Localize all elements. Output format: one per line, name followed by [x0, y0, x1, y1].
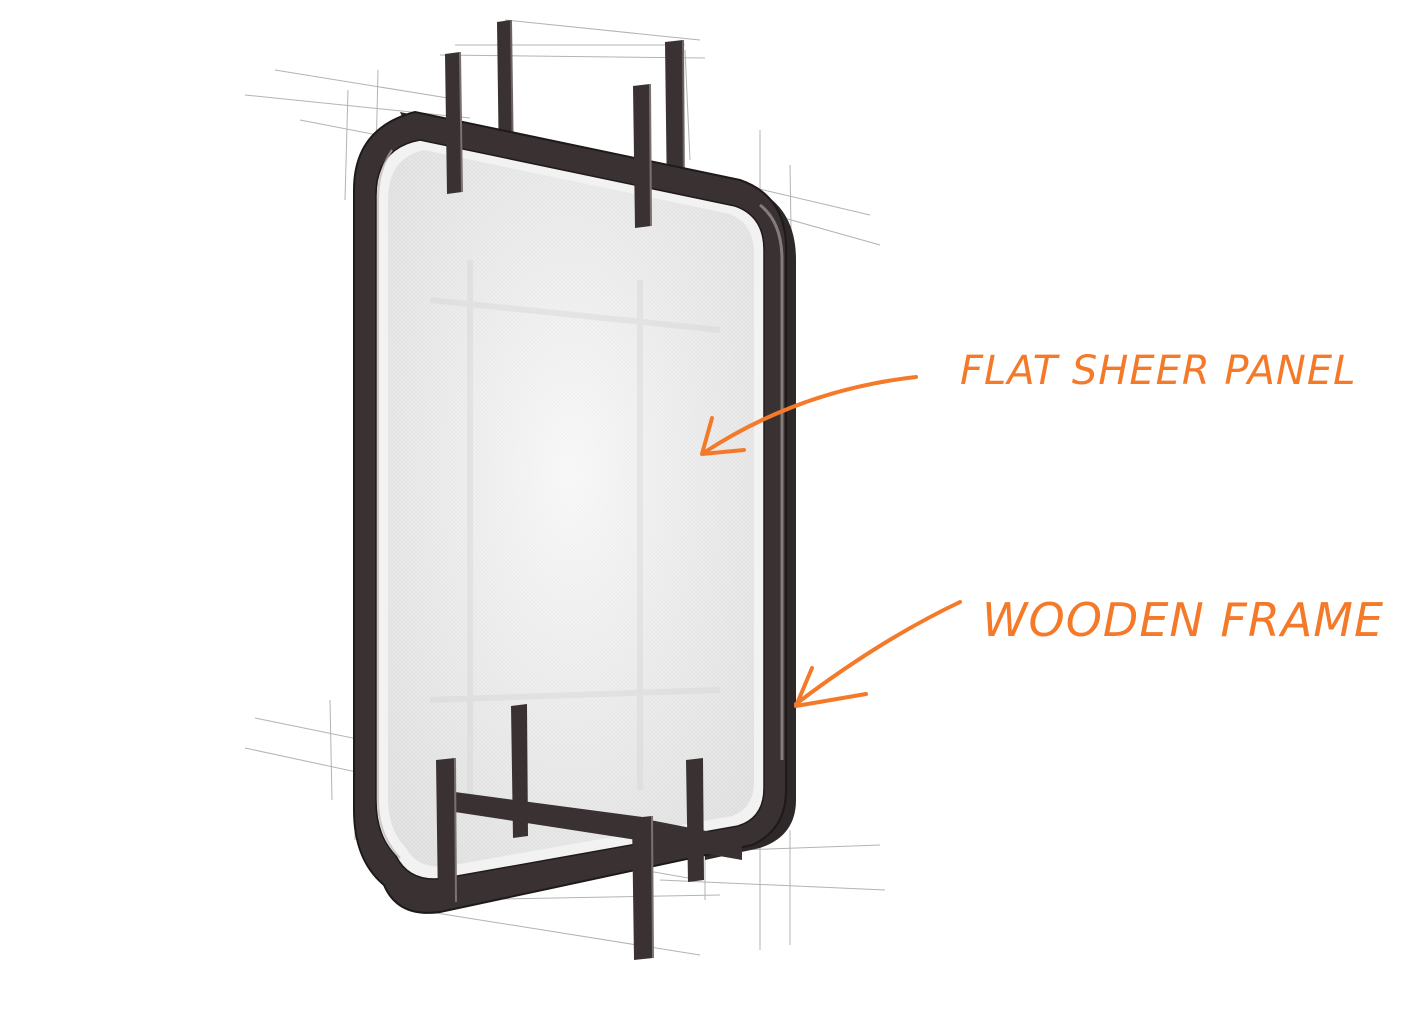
callout-frame	[794, 600, 962, 708]
top-leg-front-left	[445, 51, 463, 194]
sheer-panel	[388, 150, 754, 867]
top-leg-front-right	[633, 83, 652, 228]
callout-panel-arrow-shaft	[703, 375, 918, 454]
bottom-leg-front-right	[632, 815, 654, 960]
callout-frame-label: WOODEN FRAME	[982, 593, 1384, 647]
callout-frame-arrow-head	[794, 666, 868, 708]
callout-frame-arrow-shaft	[794, 600, 962, 706]
bottom-legs	[436, 704, 704, 960]
bottom-leg-back-right	[686, 758, 704, 882]
callout-panel-label: FLAT SHEER PANEL	[960, 348, 1356, 394]
callout-panel	[700, 375, 918, 456]
bottom-leg-back-left	[511, 704, 528, 838]
callout-panel-arrow-head	[700, 416, 746, 456]
bottom-leg-front-left	[436, 757, 457, 904]
top-legs-front	[445, 51, 652, 228]
